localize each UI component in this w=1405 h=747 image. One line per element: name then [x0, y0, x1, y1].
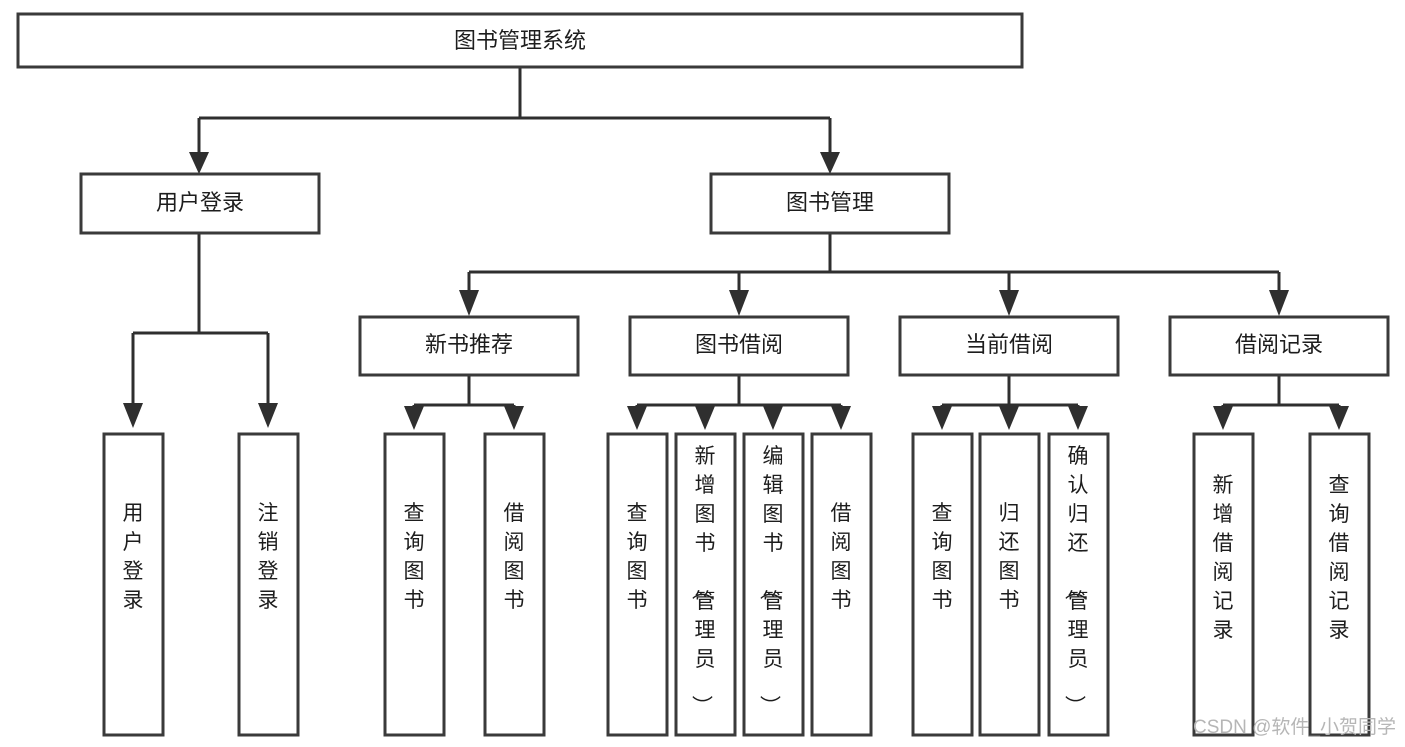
- node-user-login-label: 用户登录: [156, 190, 244, 215]
- node-leaf-query-book-a-box[interactable]: [383, 432, 446, 737]
- node-leaf-borrow-book-b-label: 借阅图书: [831, 502, 852, 612]
- arrow-icon-leaf-logout: [258, 403, 278, 428]
- node-book-mgmt-box[interactable]: [709, 172, 951, 235]
- node-leaf-return-book-label: 归还图书: [999, 502, 1020, 612]
- arrow-icon-leaf-add-book: [695, 406, 715, 430]
- arrow-icon-book-borrow: [729, 290, 749, 316]
- node-leaf-query-record-label: 查询借阅记录: [1329, 474, 1350, 642]
- node-user-login[interactable]: 用户登录: [79, 172, 321, 235]
- node-leaf-borrow-book-a[interactable]: 借阅图书: [483, 432, 546, 737]
- node-leaf-add-book-label: 新增图书（管理员）: [690, 445, 716, 716]
- node-leaf-confirm-return-label: 确认归还（管理员）: [1063, 445, 1089, 716]
- arrow-icon-leaf-borrow-book-a: [504, 406, 524, 430]
- arrow-icon-leaf-confirm-return: [1068, 406, 1088, 430]
- node-leaf-query-book-c-label: 查询图书: [932, 502, 953, 612]
- node-leaf-query-book-b-label: 查询图书: [627, 502, 648, 612]
- arrow-icon-leaf-add-record: [1213, 406, 1233, 430]
- node-leaf-query-book-b[interactable]: 查询图书: [606, 432, 669, 737]
- node-leaf-user-login-label: 用户登录: [123, 502, 144, 612]
- node-leaf-add-record-label: 新增借阅记录: [1213, 474, 1234, 642]
- arrow-icon-book-mgmt: [820, 152, 840, 174]
- arrow-icon-current-borrow: [999, 290, 1019, 316]
- node-leaf-query-book-a-label: 查询图书: [404, 502, 425, 612]
- node-current-borrow-label: 当前借阅: [965, 332, 1053, 357]
- node-new-book-rec[interactable]: 新书推荐: [358, 315, 580, 377]
- node-leaf-borrow-book-a-label: 借阅图书: [504, 502, 525, 612]
- node-leaf-borrow-book-a-box[interactable]: [483, 432, 546, 737]
- node-leaf-query-book-c[interactable]: 查询图书: [911, 432, 974, 737]
- connector-layer: [123, 67, 1349, 430]
- node-new-book-rec-box[interactable]: [358, 315, 580, 377]
- node-leaf-return-book-box[interactable]: [978, 432, 1041, 737]
- node-book-mgmt[interactable]: 图书管理: [709, 172, 951, 235]
- node-leaf-confirm-return-box[interactable]: [1047, 432, 1110, 737]
- node-leaf-confirm-return[interactable]: 确认归还（管理员）: [1047, 432, 1110, 737]
- node-borrow-record[interactable]: 借阅记录: [1168, 315, 1390, 377]
- node-leaf-logout-box[interactable]: [237, 432, 300, 737]
- arrow-icon-leaf-query-book-a: [404, 406, 424, 430]
- node-leaf-edit-book-label: 编辑图书（管理员）: [758, 445, 784, 716]
- node-leaf-add-book-box[interactable]: [674, 432, 737, 737]
- node-leaf-borrow-book-b-box[interactable]: [810, 432, 873, 737]
- node-borrow-record-label: 借阅记录: [1235, 332, 1323, 357]
- node-user-login-box[interactable]: [79, 172, 321, 235]
- node-borrow-record-box[interactable]: [1168, 315, 1390, 377]
- node-leaf-return-book[interactable]: 归还图书: [978, 432, 1041, 737]
- arrow-icon-leaf-query-book-b: [627, 406, 647, 430]
- node-current-borrow-box[interactable]: [898, 315, 1120, 377]
- node-root-box[interactable]: [16, 12, 1024, 69]
- arrow-icon-user-login: [189, 152, 209, 174]
- node-leaf-borrow-book-b[interactable]: 借阅图书: [810, 432, 873, 737]
- node-leaf-query-record[interactable]: 查询借阅记录: [1308, 432, 1371, 737]
- arrow-icon-leaf-borrow-book-b: [831, 406, 851, 430]
- node-leaf-query-book-c-box[interactable]: [911, 432, 974, 737]
- node-leaf-user-login[interactable]: 用户登录: [102, 432, 165, 737]
- arrow-icon-leaf-return-book: [999, 406, 1019, 430]
- node-leaf-add-record-box[interactable]: [1192, 432, 1255, 737]
- arrow-icon-new-book-rec: [459, 290, 479, 316]
- arrow-icon-leaf-edit-book: [763, 406, 783, 430]
- node-leaf-logout[interactable]: 注销登录: [237, 432, 300, 737]
- node-book-mgmt-label: 图书管理: [786, 190, 874, 215]
- node-book-borrow[interactable]: 图书借阅: [628, 315, 850, 377]
- node-leaf-add-record[interactable]: 新增借阅记录: [1192, 432, 1255, 737]
- node-root[interactable]: 图书管理系统: [16, 12, 1024, 69]
- node-leaf-query-record-box[interactable]: [1308, 432, 1371, 737]
- watermark-label: CSDN @软件_小贺同学: [1193, 716, 1396, 738]
- node-leaf-query-book-b-box[interactable]: [606, 432, 669, 737]
- node-leaf-logout-label: 注销登录: [258, 502, 279, 612]
- arrow-icon-leaf-query-book-c: [932, 406, 952, 430]
- node-book-borrow-label: 图书借阅: [695, 332, 783, 357]
- arrow-icon-leaf-query-record: [1329, 406, 1349, 430]
- arrow-icon-leaf-user-login: [123, 403, 143, 428]
- arrow-icon-borrow-record: [1269, 290, 1289, 316]
- node-leaf-query-book-a[interactable]: 查询图书: [383, 432, 446, 737]
- node-leaf-user-login-box[interactable]: [102, 432, 165, 737]
- node-new-book-rec-label: 新书推荐: [425, 332, 513, 357]
- node-leaf-edit-book[interactable]: 编辑图书（管理员）: [742, 432, 805, 737]
- node-current-borrow[interactable]: 当前借阅: [898, 315, 1120, 377]
- node-leaf-edit-book-box[interactable]: [742, 432, 805, 737]
- node-root-label: 图书管理系统: [454, 28, 586, 53]
- node-leaf-add-book[interactable]: 新增图书（管理员）: [674, 432, 737, 737]
- node-book-borrow-box[interactable]: [628, 315, 850, 377]
